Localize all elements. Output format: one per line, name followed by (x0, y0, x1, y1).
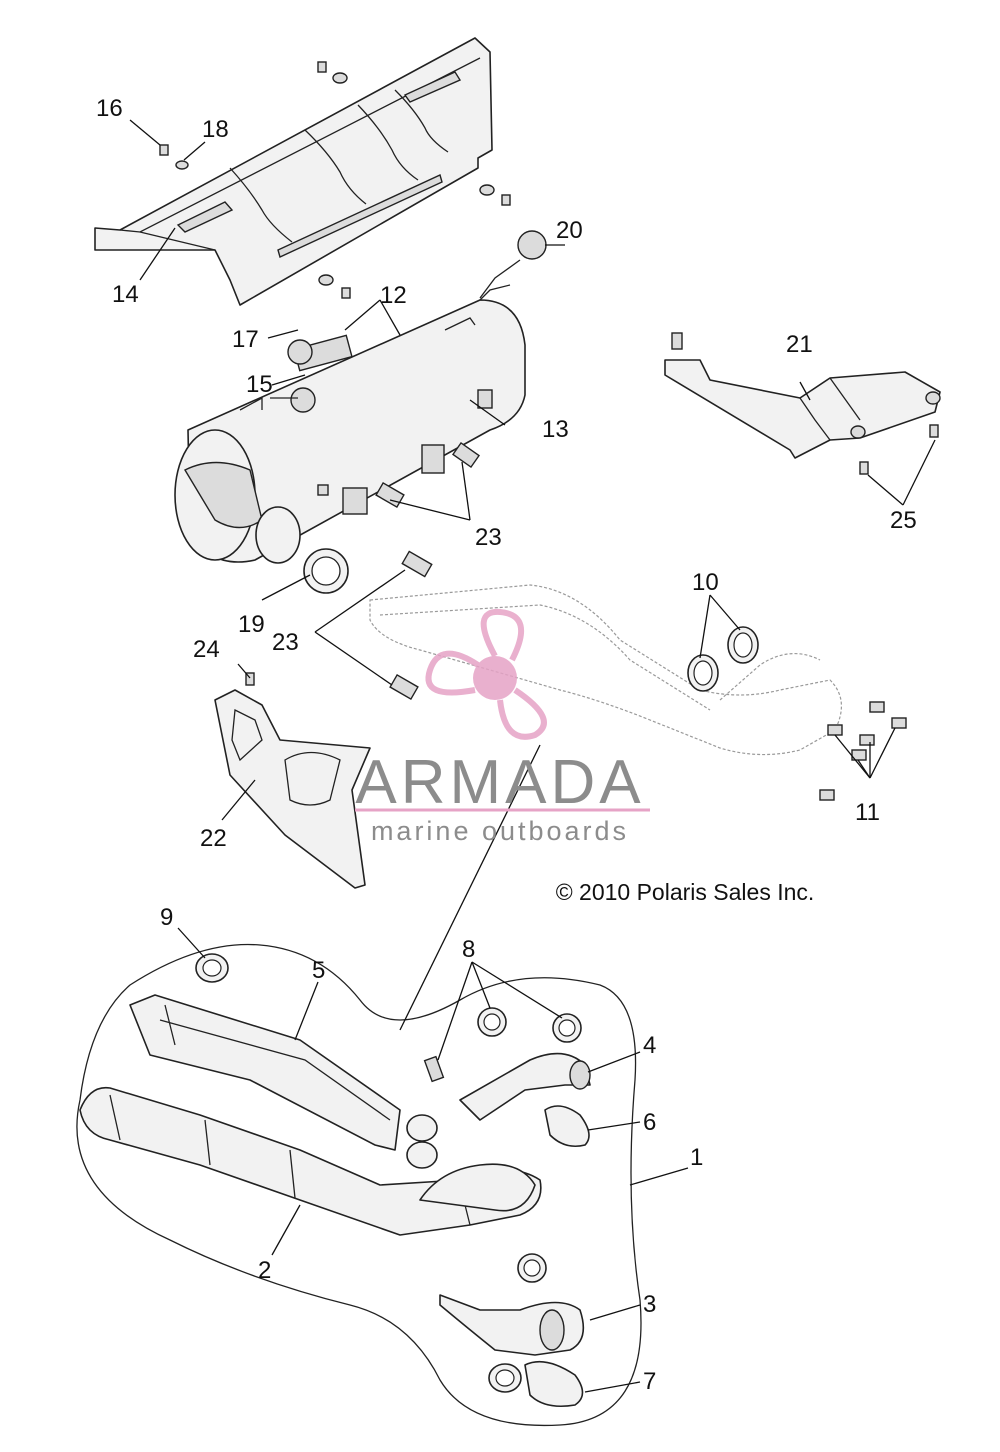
brand-tagline: marine outboards (371, 816, 629, 846)
heat-shield-22-part (214, 672, 371, 889)
shield-6-part (544, 1105, 590, 1148)
callout-1: 1 (690, 1144, 703, 1171)
callout-18: 18 (202, 116, 229, 143)
callout-24: 24 (193, 636, 220, 663)
callout-25: 25 (890, 507, 917, 534)
mid-pipe-5-part (129, 994, 401, 1151)
callout-11: 11 (855, 799, 880, 826)
callout-9: 9 (160, 904, 173, 931)
gasket-19 (303, 548, 349, 594)
leader-lines (129, 119, 936, 1393)
pipe-4-part (459, 1052, 591, 1121)
pipe-3-part (439, 1294, 585, 1356)
callout-13: 13 (542, 416, 569, 443)
propeller-logo (425, 608, 547, 740)
callout-12: 12 (380, 282, 407, 309)
bolt-set-11 (819, 701, 907, 801)
callout-8: 8 (462, 936, 475, 963)
callout-16: 16 (96, 95, 123, 122)
callout-23-lower: 23 (272, 629, 299, 656)
brand-name: ARMADA (355, 748, 644, 817)
spring-set-23 (375, 441, 481, 701)
fastener-set-16-18 (159, 61, 511, 299)
heat-shield-part (94, 37, 493, 306)
callout-19: 19 (238, 611, 265, 638)
callout-2: 2 (258, 1257, 271, 1284)
callout-4: 4 (643, 1032, 656, 1059)
guide-line (399, 744, 541, 1031)
callout-15: 15 (246, 371, 273, 398)
shield-7-part (524, 1360, 584, 1408)
callout-6: 6 (643, 1109, 656, 1136)
copyright-notice: © 2010 Polaris Sales Inc. (556, 879, 815, 905)
callout-22: 22 (200, 825, 227, 852)
clamp-set (195, 953, 582, 1393)
callout-3: 3 (643, 1291, 656, 1318)
callout-21: 21 (786, 331, 813, 358)
callout-10: 10 (692, 569, 719, 596)
gasket-set-10 (687, 626, 759, 692)
callout-5: 5 (312, 957, 325, 984)
callout-17: 17 (232, 326, 259, 353)
bracket-21-part (664, 332, 941, 475)
callout-7: 7 (643, 1368, 656, 1395)
callout-14: 14 (112, 281, 139, 308)
muffler-part (174, 230, 547, 564)
callout-20: 20 (556, 217, 583, 244)
callout-labels: 1 2 3 4 5 6 7 8 9 10 11 12 13 14 15 16 1… (96, 95, 917, 1395)
exhaust-assembly-outline (76, 943, 642, 1427)
head-pipe-2-part (79, 1086, 542, 1236)
callout-23-upper: 23 (475, 524, 502, 551)
armada-watermark: ARMADA marine outboards (355, 608, 650, 846)
header-pipe-ghost (369, 584, 842, 756)
